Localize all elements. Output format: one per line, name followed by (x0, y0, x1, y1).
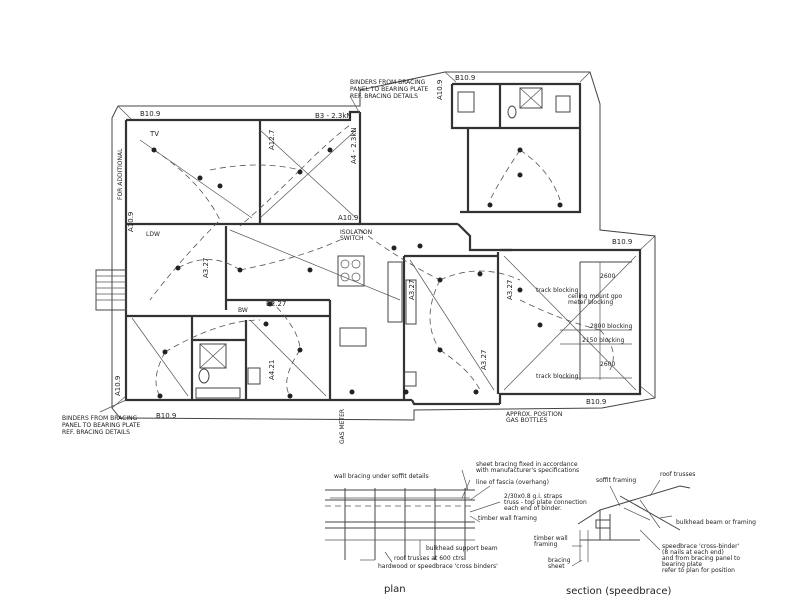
label-roof-trusses: roof trusses (660, 471, 695, 478)
label-a109-left: A10.9 (127, 212, 135, 232)
label-a109-top: A10.9 (436, 80, 444, 100)
label-ceiling-mount-2: meter blocking (568, 299, 613, 306)
label-b109-mid: A10.9 (338, 214, 358, 222)
label-b109-bottom-right: B10.9 (586, 398, 606, 406)
light-points (151, 147, 563, 399)
label-a327-living: A3.27 (480, 350, 488, 370)
fixtures (195, 87, 571, 399)
label-a327-kitchen: A3.27 (408, 280, 416, 300)
label-a327-right: A3.27 (506, 280, 514, 300)
label-speedbrace-5: refer to plan for position (662, 567, 735, 574)
label-wall-bracing: wall bracing under soffit details (334, 473, 429, 480)
label-track-blocking-bottom: track blocking (536, 373, 579, 380)
label-track-blocking-top: track blocking (536, 287, 579, 294)
label-sheet-bracing-2: with manufacturer's specifications (476, 467, 579, 474)
binders-top-line-2: PANEL TO BEARING PLATE (350, 86, 429, 93)
label-a127-left: A12.7 (268, 130, 276, 150)
label-a327-bed: A3.27 (202, 258, 210, 278)
label-soffit-framing: soffit framing (596, 477, 636, 484)
binders-top-line-1: BINDERS FROM BRACING (350, 79, 426, 86)
label-b227: B2.27 (266, 300, 286, 308)
label-bulkhead-support: bulkhead support beam (426, 545, 498, 552)
external-walls (124, 82, 642, 406)
label-hardwood: hardwood or speedbrace 'cross binders' (378, 563, 498, 570)
label-bw: BW (238, 307, 248, 314)
label-speedbrace-3: and from bracing panel to (662, 555, 740, 562)
label-bulkhead-beam: bulkhead beam or framing (676, 519, 756, 526)
label-ldw: LDW (146, 231, 160, 238)
label-speedbrace-1: speedbrace 'cross-binder' (662, 543, 740, 550)
eave-outline (111, 71, 656, 421)
plan-text-labels: B10.9 B3 - 2.3kN B10.9 A10.9 TV LDW ISOL… (114, 74, 633, 444)
porch-steps (95, 269, 127, 311)
label-tv: TV (149, 130, 159, 138)
label-dim-2600b: 2600 (600, 361, 615, 368)
label-sheet-bracing-1: sheet bracing fixed in accordance (476, 461, 578, 468)
label-isolation-2: SWITCH (340, 235, 364, 242)
caption-plan: plan (384, 584, 406, 595)
label-line-fascia: line of fascia (overhang) (476, 479, 549, 486)
label-approx-gas-2: GAS BOTTLES (506, 417, 548, 424)
binders-top-line-3: REF. BRACING DETAILS (350, 93, 418, 100)
label-dim-2600: 2600 (600, 273, 615, 280)
label-b109-right: B10.9 (612, 238, 632, 246)
label-a109-bottom: A10.9 (114, 376, 122, 396)
label-timber-wall: timber wall framing (478, 515, 537, 522)
label-straps-3: each end of binder. (504, 505, 562, 512)
label-isolation-1: ISOLATION (340, 229, 372, 236)
label-ceiling-mount-1: ceiling mount gpo (568, 293, 623, 300)
label-bracing-sheet-2: sheet (548, 563, 565, 570)
label-rf: FOR ADDITIONAL (117, 148, 124, 200)
internal-walls (126, 84, 580, 400)
label-gas-meter: GAS METER (339, 409, 346, 444)
detail-section: soffit framing roof trusses bulkhead bea… (534, 471, 756, 597)
callout-binders-bottom: BINDERS FROM BRACING PANEL TO BEARING PL… (62, 399, 141, 436)
label-speedbrace-2: (8 nails at each end) (662, 549, 724, 556)
label-timber-wall-section-2: framing (534, 541, 558, 548)
lighting-circuits (149, 124, 614, 397)
label-a421: A4.21 (268, 360, 276, 380)
binders-bottom-line-1: BINDERS FROM BRACING (62, 415, 138, 422)
label-straps-2: truss - top plate connection (504, 499, 587, 506)
label-b109-bottom: B10.9 (156, 412, 176, 420)
label-bracing-sheet-1: bracing (548, 557, 571, 564)
carport-blocking (560, 261, 632, 380)
binders-bottom-line-3: REF. BRACING DETAILS (62, 429, 130, 436)
label-speedbrace-4: bearing plate (662, 561, 702, 568)
detail-plan: wall bracing under soffit details sheet … (325, 461, 587, 595)
caption-section: section (speedbrace) (566, 586, 672, 597)
label-b109-right-top: B10.9 (455, 74, 475, 82)
label-b109-top: B10.9 (140, 110, 160, 118)
label-a4-23kn: A4 - 2.3kN (350, 127, 358, 164)
label-b3-23kn: B3 - 2.3kN (315, 112, 352, 120)
callout-binders-top: BINDERS FROM BRACING PANEL TO BEARING PL… (349, 79, 429, 115)
label-blocking-2800: 2800 blocking (590, 323, 633, 330)
binders-bottom-line-2: PANEL TO BEARING PLATE (62, 422, 141, 429)
label-straps-1: 2/30x0.8 g.i. straps (504, 493, 562, 500)
bracing-diagonals (131, 129, 637, 397)
label-approx-gas-1: APPROX. POSITION (506, 411, 562, 418)
label-blocking-2150: 2150 blocking (582, 337, 625, 344)
label-roof-trusses-plan: roof trusses at 600 ctrs. (394, 555, 466, 562)
label-timber-wall-section-1: timber wall (534, 535, 568, 542)
